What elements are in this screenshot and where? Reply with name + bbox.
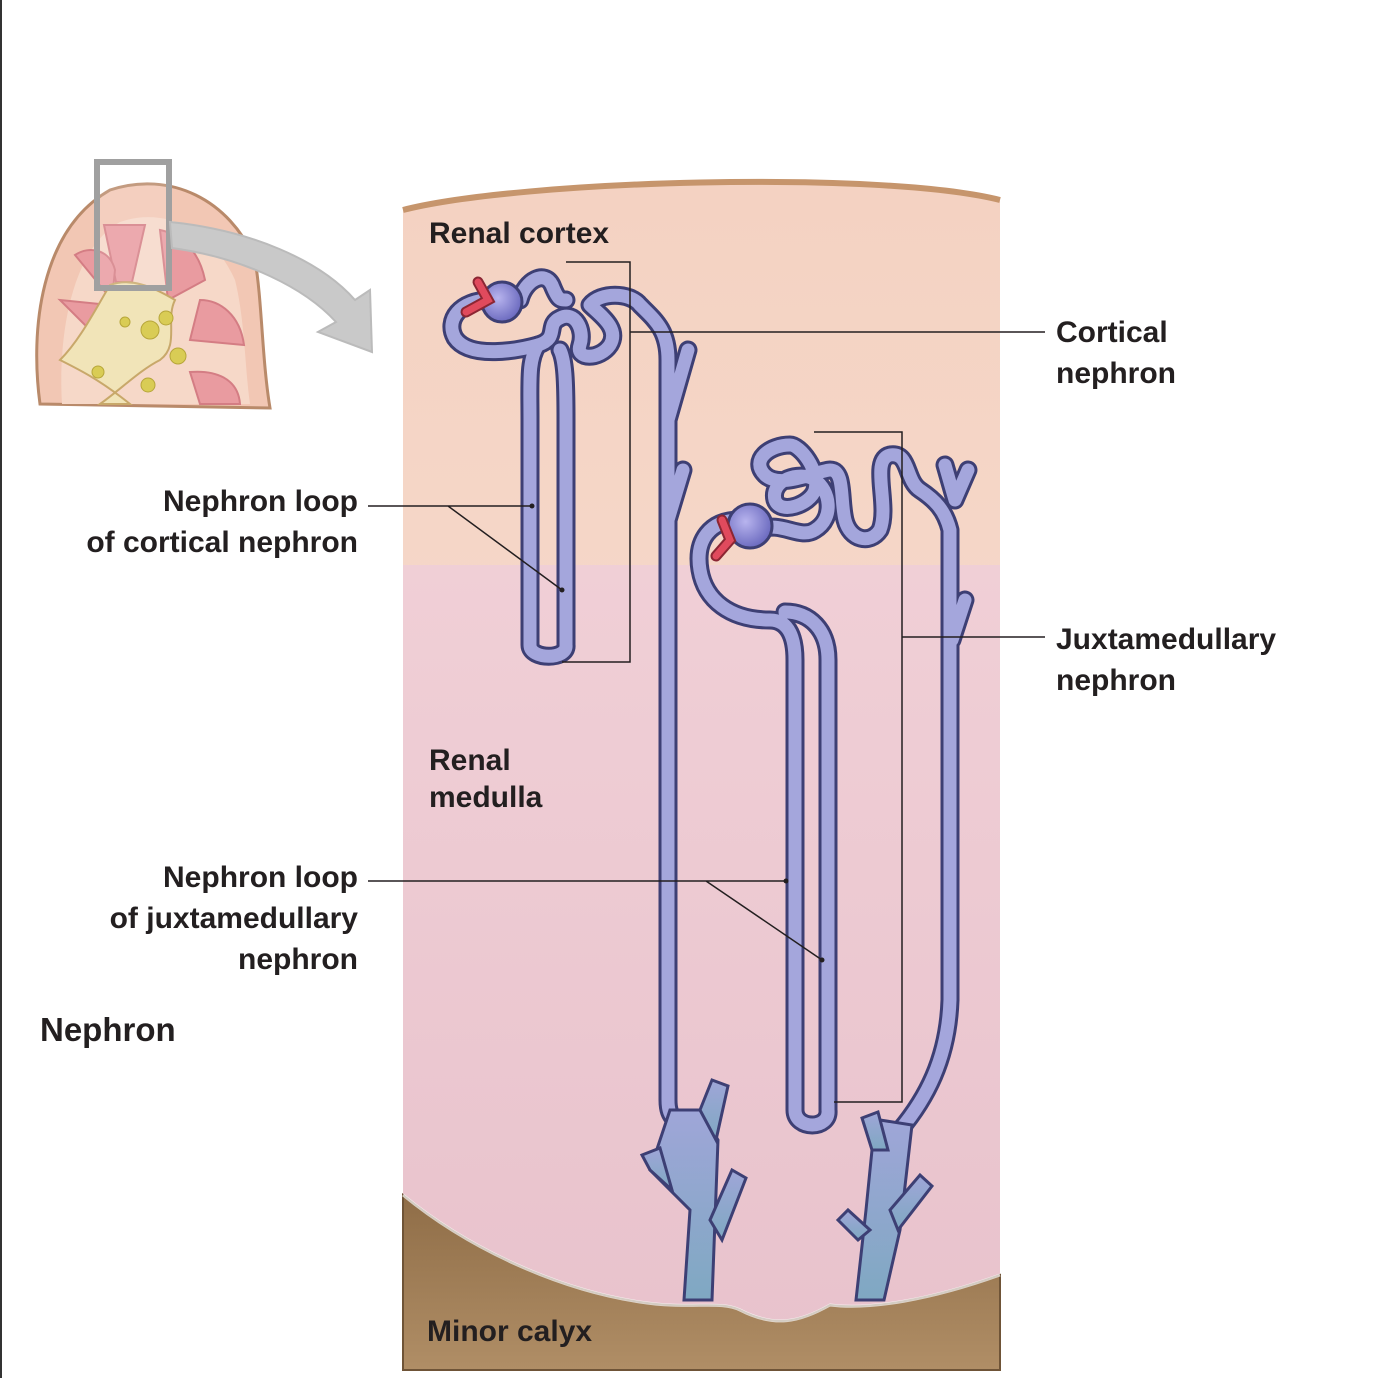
loop-cortical-line-1: Nephron loop bbox=[163, 485, 358, 518]
glomerulus-cortical bbox=[460, 276, 524, 324]
loop-cortical-leader bbox=[368, 505, 563, 591]
renal-cortex-label: Renal cortex bbox=[429, 217, 610, 250]
leader-lines bbox=[368, 261, 1045, 1103]
renal-medulla-label: Renal medulla bbox=[429, 740, 542, 818]
loop-juxtamedullary-line-2: of juxtamedullary bbox=[109, 902, 358, 935]
left-frame-edge bbox=[0, 0, 2, 1378]
renal-medulla-line-1: Renal bbox=[429, 744, 511, 777]
loop-juxtamedullary-leader bbox=[368, 880, 823, 961]
renal-capsule bbox=[402, 178, 1001, 213]
figure-title: Nephron bbox=[40, 1011, 176, 1048]
loop-juxtamedullary-label: Nephron loop of juxtamedullary nephron bbox=[110, 857, 358, 980]
zoom-arrow bbox=[168, 220, 374, 354]
juxtamedullary-nephron-line-1: Juxtamedullary bbox=[1056, 623, 1277, 656]
papillary-ducts bbox=[639, 1078, 935, 1302]
cortical-bracket bbox=[562, 261, 631, 663]
cortical-nephron-label: Cortical nephron bbox=[1056, 312, 1176, 394]
kidney-inset bbox=[35, 159, 374, 410]
nephron-tubules bbox=[442, 268, 978, 1140]
loop-cortical-line-2: of cortical nephron bbox=[86, 526, 358, 559]
minor-calyx-label: Minor calyx bbox=[427, 1315, 593, 1348]
cortical-nephron-line-1: Cortical bbox=[1056, 316, 1168, 349]
juxtamedullary-nephron-line-2: nephron bbox=[1056, 664, 1176, 697]
loop-cortical-label: Nephron loop of cortical nephron bbox=[86, 481, 358, 563]
loop-juxtamedullary-line-3: nephron bbox=[238, 943, 358, 976]
loop-juxtamedullary-line-1: Nephron loop bbox=[163, 861, 358, 894]
tissue-block bbox=[402, 178, 1001, 1371]
cortical-nephron-line-2: nephron bbox=[1056, 357, 1176, 390]
renal-medulla-line-2: medulla bbox=[429, 781, 543, 814]
juxtamedullary-nephron-label: Juxtamedullary nephron bbox=[1056, 619, 1276, 701]
glomerulus-juxtamedullary bbox=[710, 502, 774, 562]
juxtamedullary-bracket bbox=[814, 431, 903, 1103]
